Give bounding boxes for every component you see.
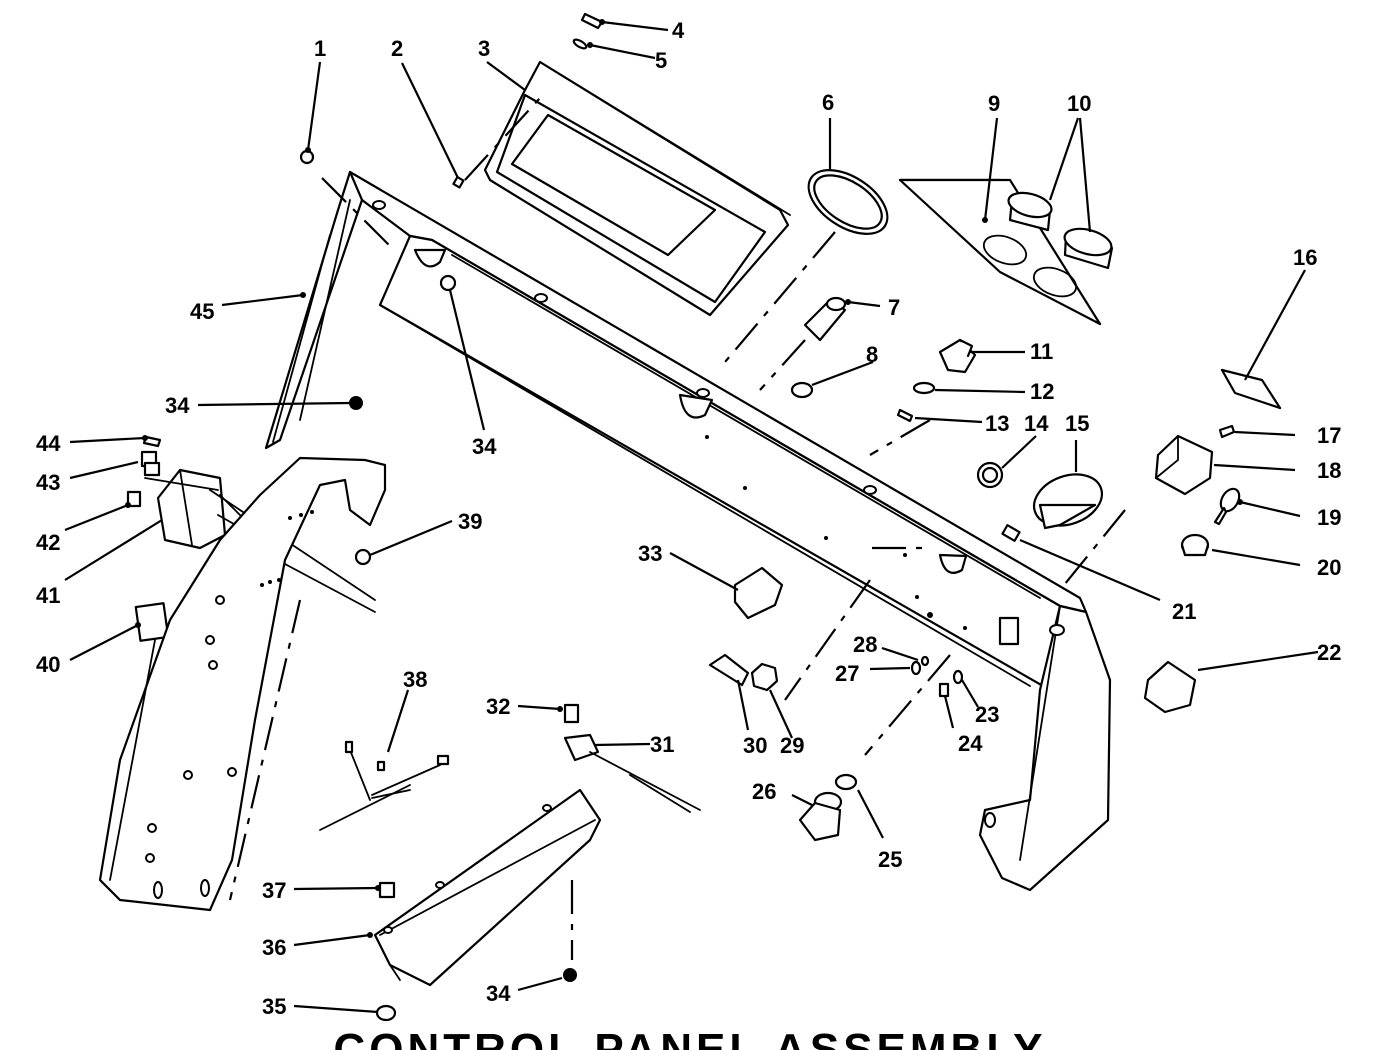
callout-23: 23 <box>975 702 999 727</box>
callout-33: 33 <box>638 541 662 566</box>
callout-7: 7 <box>888 295 900 320</box>
callout-2: 2 <box>391 36 403 61</box>
callout-37: 37 <box>262 878 286 903</box>
callout-38: 38 <box>403 667 427 692</box>
callout-34-a: 34 <box>472 434 497 459</box>
callout-8: 8 <box>866 342 878 367</box>
callout-4: 4 <box>672 18 685 43</box>
callout-45: 45 <box>190 299 214 324</box>
callout-34-b: 34 <box>165 393 190 418</box>
panel-shroud <box>483 60 791 317</box>
callout-28: 28 <box>853 632 877 657</box>
callout-6: 6 <box>822 90 834 115</box>
callout-12: 12 <box>1030 379 1054 404</box>
callout-29: 29 <box>780 733 804 758</box>
callout-43: 43 <box>36 470 60 495</box>
callout-26: 26 <box>752 779 776 804</box>
callout-19: 19 <box>1317 505 1341 530</box>
callout-1: 1 <box>314 36 326 61</box>
callout-13: 13 <box>985 411 1009 436</box>
callout-32: 32 <box>486 694 510 719</box>
callout-20: 20 <box>1317 555 1341 580</box>
callout-18: 18 <box>1317 458 1341 483</box>
callout-44: 44 <box>36 431 61 456</box>
callout-41: 41 <box>36 583 60 608</box>
assembly-center-lines <box>228 97 1126 960</box>
callout-22: 22 <box>1317 640 1341 665</box>
callout-25: 25 <box>878 847 902 872</box>
callout-36: 36 <box>262 935 286 960</box>
callout-30: 30 <box>743 733 767 758</box>
control-panel <box>264 170 1112 892</box>
callout-24: 24 <box>958 731 983 756</box>
callout-14: 14 <box>1024 411 1049 436</box>
callout-9: 9 <box>988 91 1000 116</box>
callout-35: 35 <box>262 994 286 1019</box>
harness-and-brackets <box>98 456 701 987</box>
diagram-title: CONTROL PANEL ASSEMBLY <box>333 1025 1046 1050</box>
callout-16: 16 <box>1293 245 1317 270</box>
callout-21: 21 <box>1172 599 1196 624</box>
callout-42: 42 <box>36 530 60 555</box>
callout-39: 39 <box>458 509 482 534</box>
callout-10: 10 <box>1067 91 1091 116</box>
callout-34-c: 34 <box>486 981 511 1006</box>
callout-15: 15 <box>1065 411 1089 436</box>
leader-lines <box>64 19 1319 1014</box>
callout-17: 17 <box>1317 423 1341 448</box>
callout-27: 27 <box>835 661 859 686</box>
gauge-ring <box>807 169 889 235</box>
callout-40: 40 <box>36 652 60 677</box>
callout-labels: 1 2 3 4 5 6 7 8 9 10 11 12 13 14 15 16 1… <box>36 18 1341 1019</box>
callout-31: 31 <box>650 732 674 757</box>
decal-plate <box>898 178 1114 326</box>
callout-5: 5 <box>655 48 667 73</box>
callout-3: 3 <box>478 36 490 61</box>
callout-11: 11 <box>1030 339 1053 364</box>
